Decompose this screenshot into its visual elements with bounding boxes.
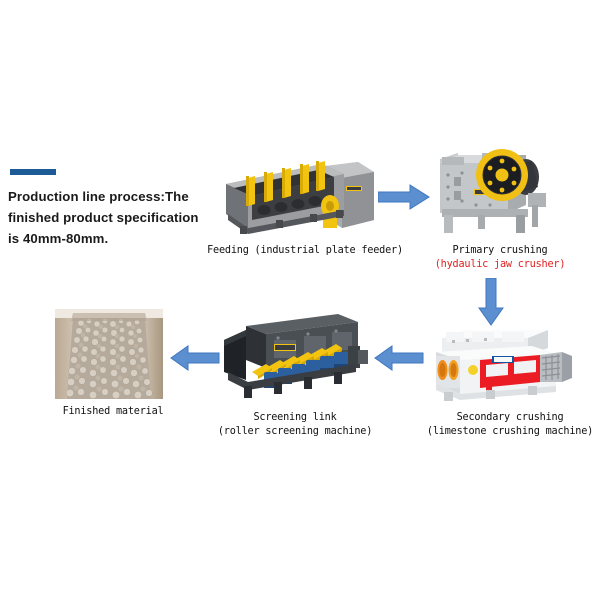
caption-primary-line1: Primary crushing — [452, 245, 548, 256]
arrow-primary-to-secondary — [478, 277, 504, 331]
caption-secondary-line1: Secondary crushing — [456, 412, 564, 423]
caption-primary-crushing: Primary crushing (hydaulic jaw crusher) — [410, 244, 590, 272]
machine-limestone-crusher — [428, 312, 574, 404]
arrow-secondary-to-screening — [374, 345, 424, 376]
caption-feeding-line1: Feeding (industrial plate feeder) — [207, 245, 403, 256]
caption-feeding: Feeding (industrial plate feeder) — [205, 244, 405, 258]
photo-finished-material — [55, 309, 163, 399]
caption-finished-material: Finished material — [38, 405, 188, 419]
caption-finished-line1: Finished material — [62, 406, 164, 417]
caption-secondary-line2: (limestone crushing machine) — [426, 426, 594, 437]
machine-jaw-crusher — [428, 143, 552, 235]
caption-screening-line1: Screening link — [253, 412, 337, 423]
accent-rule — [10, 169, 56, 175]
caption-primary-line2: (hydaulic jaw crusher) — [434, 259, 566, 270]
caption-screening-line2: (roller screening machine) — [217, 426, 373, 437]
machine-plate-feeder — [218, 148, 378, 238]
machine-roller-screen — [218, 306, 376, 404]
caption-screening: Screening link (roller screening machine… — [195, 411, 395, 439]
intro-paragraph: Production line process:The finished pro… — [8, 189, 199, 246]
arrow-screening-to-finished — [170, 345, 220, 376]
arrow-feeding-to-primary — [377, 184, 430, 215]
caption-secondary-crushing: Secondary crushing (limestone crushing m… — [415, 411, 600, 439]
